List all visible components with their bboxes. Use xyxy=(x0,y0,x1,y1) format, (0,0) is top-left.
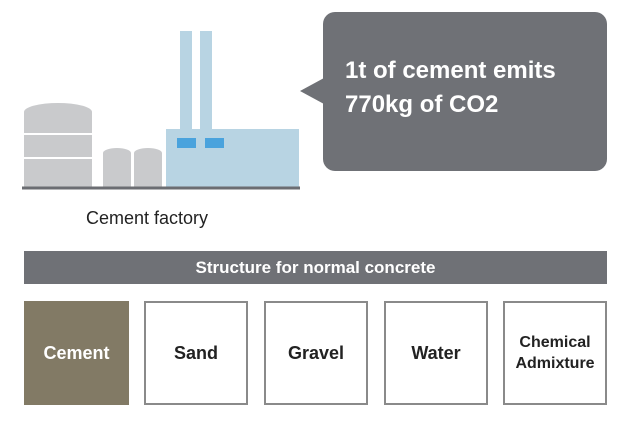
callout-pointer xyxy=(300,78,324,104)
factory-illustration xyxy=(0,0,320,200)
structure-title-bar: Structure for normal concrete xyxy=(24,251,607,284)
component-label: Chemical Admixture xyxy=(515,334,595,372)
component-gravel: Gravel xyxy=(264,301,368,405)
callout-line-1: 1t of cement emits xyxy=(345,57,556,84)
co2-callout-text: 1t of cement emits 770kg of CO2 xyxy=(345,54,601,122)
factory-building xyxy=(166,129,299,187)
component-label: Gravel xyxy=(287,342,345,363)
component-sand: Sand xyxy=(144,301,248,405)
chimney-left xyxy=(180,31,192,131)
component-label: Sand xyxy=(173,342,218,363)
small-silo-left xyxy=(103,148,131,187)
component-label: Cement xyxy=(43,342,110,363)
small-silo-right xyxy=(134,148,162,187)
component-chemical-admixture: Chemical Admixture xyxy=(503,301,607,405)
factory-caption: Cement factory xyxy=(86,208,209,228)
callout-line-2: 770kg of CO2 xyxy=(345,91,499,118)
chimney-right xyxy=(200,31,212,131)
component-label: Water xyxy=(411,342,461,363)
factory-window-right xyxy=(205,138,224,148)
co2-callout: 1t of cement emits 770kg of CO2 xyxy=(323,12,607,171)
component-water: Water xyxy=(384,301,488,405)
large-storage-tank xyxy=(24,103,92,187)
component-cement: Cement xyxy=(24,301,129,405)
factory-window-left xyxy=(177,138,196,148)
